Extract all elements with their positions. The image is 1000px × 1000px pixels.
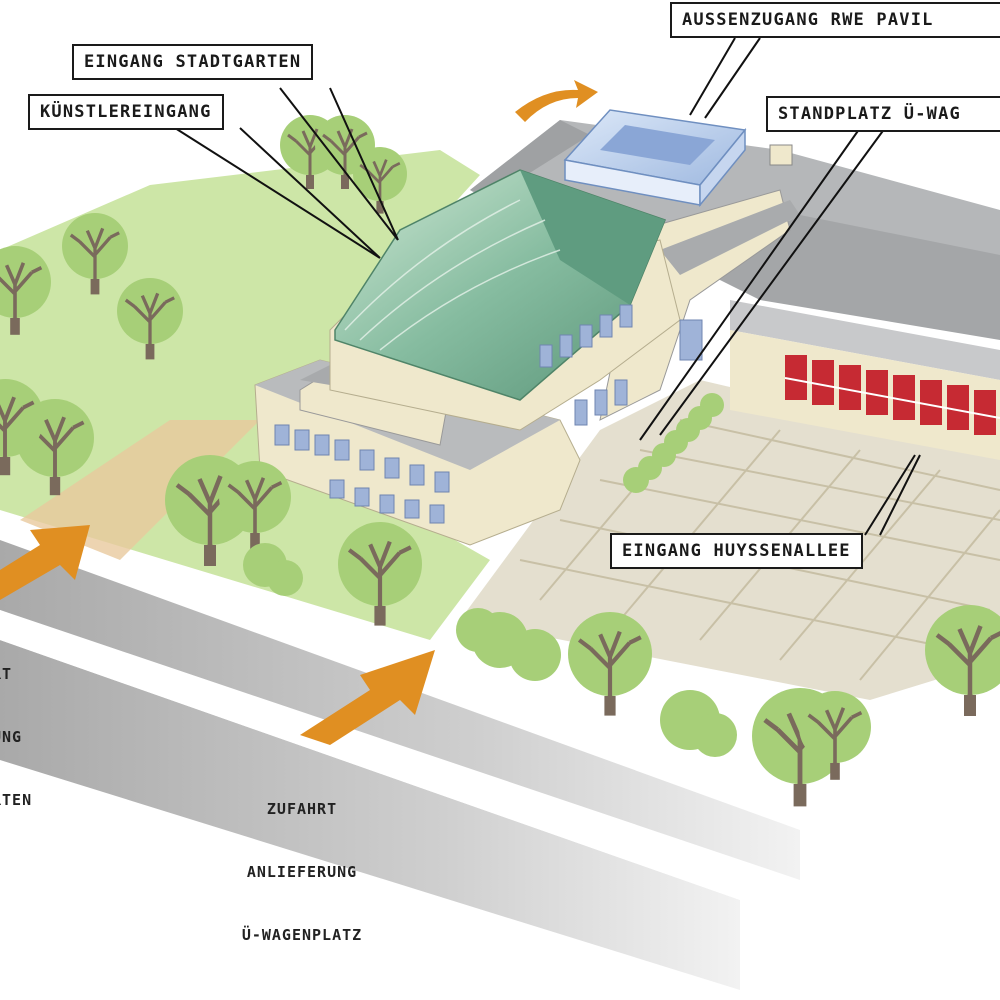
route-right-line2: ANLIEFERUNG [246,863,358,881]
arrows [0,80,598,745]
route-right-text: ZUFAHRT ANLIEFERUNG Ü-WAGENPLATZ [222,757,382,967]
label-standplatz-u-wagen: STANDPLATZ Ü-WAG [766,96,1000,132]
rwe-pavilion [563,109,747,208]
main-hall [254,169,703,546]
arrow-zufahrt-left [0,525,90,600]
label-aussenzugang-rwe-pavillon: AUSSENZUGANG RWE PAVIL [670,2,1000,38]
road-lower [0,640,740,990]
route-left-text: RT UNG RTEN [0,622,32,832]
route-left-line3: RTEN [0,791,33,809]
route-left-line1: RT [0,665,13,683]
chimney [769,144,793,166]
label-eingang-stadtgarten: EINGANG STADTGARTEN [72,44,314,80]
road-upper [0,540,800,900]
red-facade [785,355,996,435]
label-kuenstlereingang: KÜNSTLEREINGANG [28,94,224,130]
arrow-zufahrt-right [300,650,435,745]
right-hall [700,215,1000,460]
route-right-line3: Ü-WAGENPLATZ [241,926,363,944]
route-right-line1: ZUFAHRT [266,800,338,818]
bushes [243,543,737,757]
footpath [20,420,260,560]
route-left-line2: UNG [0,728,23,746]
hedge-row [623,393,724,493]
leader-lines [174,37,921,536]
label-eingang-huyssenallee: EINGANG HUYSSENALLEE [610,533,863,569]
arrow-pavilion-exit [515,80,598,122]
